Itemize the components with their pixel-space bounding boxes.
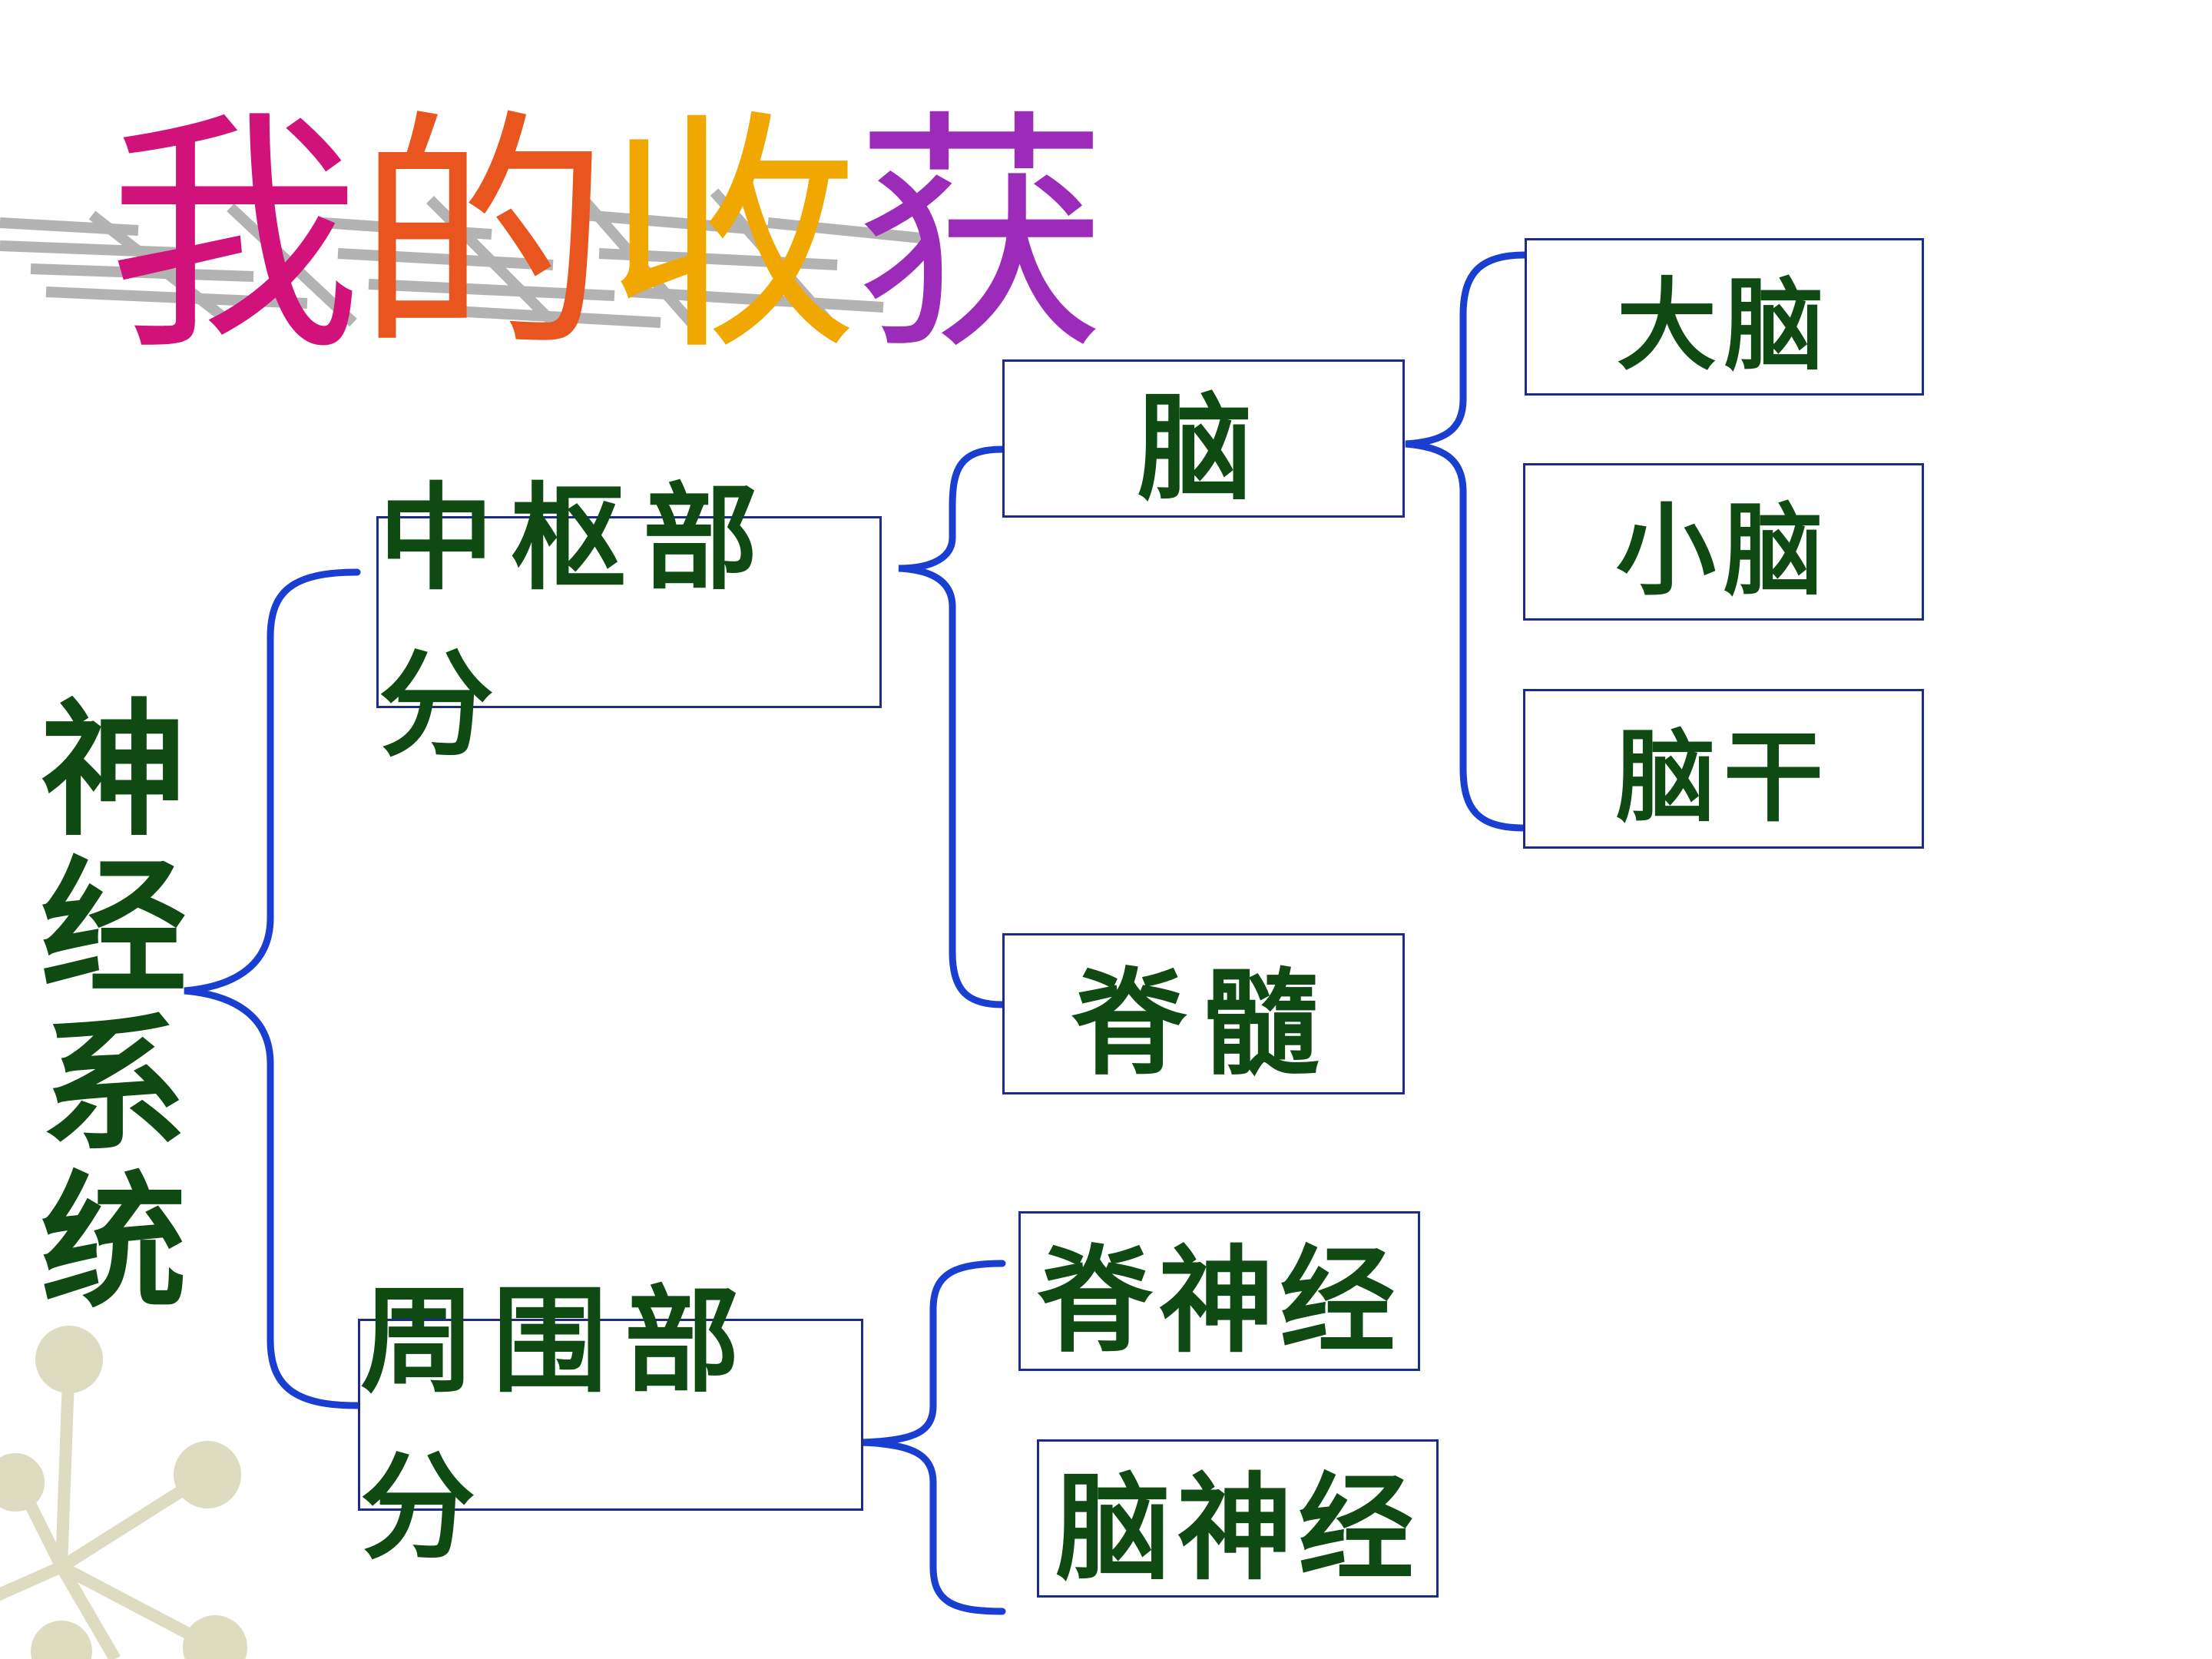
spinal-cord-box: 脊髓: [1002, 933, 1405, 1094]
cerebellum-box: 小脑: [1523, 463, 1924, 621]
root-bracket: [184, 568, 361, 1409]
root-label: 神经系统: [40, 684, 187, 1328]
page-title: 我的收获: [108, 31, 1108, 398]
cerebrum-box: 大脑: [1525, 238, 1924, 396]
central-part-box: 中枢部分: [376, 471, 882, 773]
brain-label: 脑: [1137, 380, 1270, 516]
title-char-2: 的: [356, 89, 610, 384]
spinal-nerves-box: 脊神经: [1018, 1211, 1420, 1371]
spinal-nerves-label: 脊神经: [1037, 1233, 1402, 1369]
cranial-nerves-label: 脑神经: [1055, 1460, 1420, 1596]
peripheral-part-box: 周围部分: [358, 1273, 863, 1575]
brain-bracket: [1405, 251, 1528, 832]
brainstem-box: 脑干: [1523, 689, 1924, 849]
brainstem-label: 脑干: [1615, 718, 1831, 836]
peripheral-bracket: [859, 1260, 1006, 1615]
brain-box: 脑: [1002, 359, 1405, 518]
cerebellum-label: 小脑: [1615, 491, 1831, 609]
title-char-3: 收: [605, 89, 859, 384]
central-bracket: [898, 445, 1006, 1008]
central-part-label: 中枢部分: [379, 471, 776, 773]
title-char-1: 我: [108, 89, 361, 384]
cranial-nerves-box: 脑神经: [1037, 1439, 1439, 1598]
peripheral-part-label: 周围部分: [360, 1273, 757, 1575]
title-char-4: 获: [854, 89, 1108, 384]
cerebrum-label: 大脑: [1616, 266, 1832, 384]
spinal-cord-label: 脊髓: [1071, 955, 1336, 1091]
